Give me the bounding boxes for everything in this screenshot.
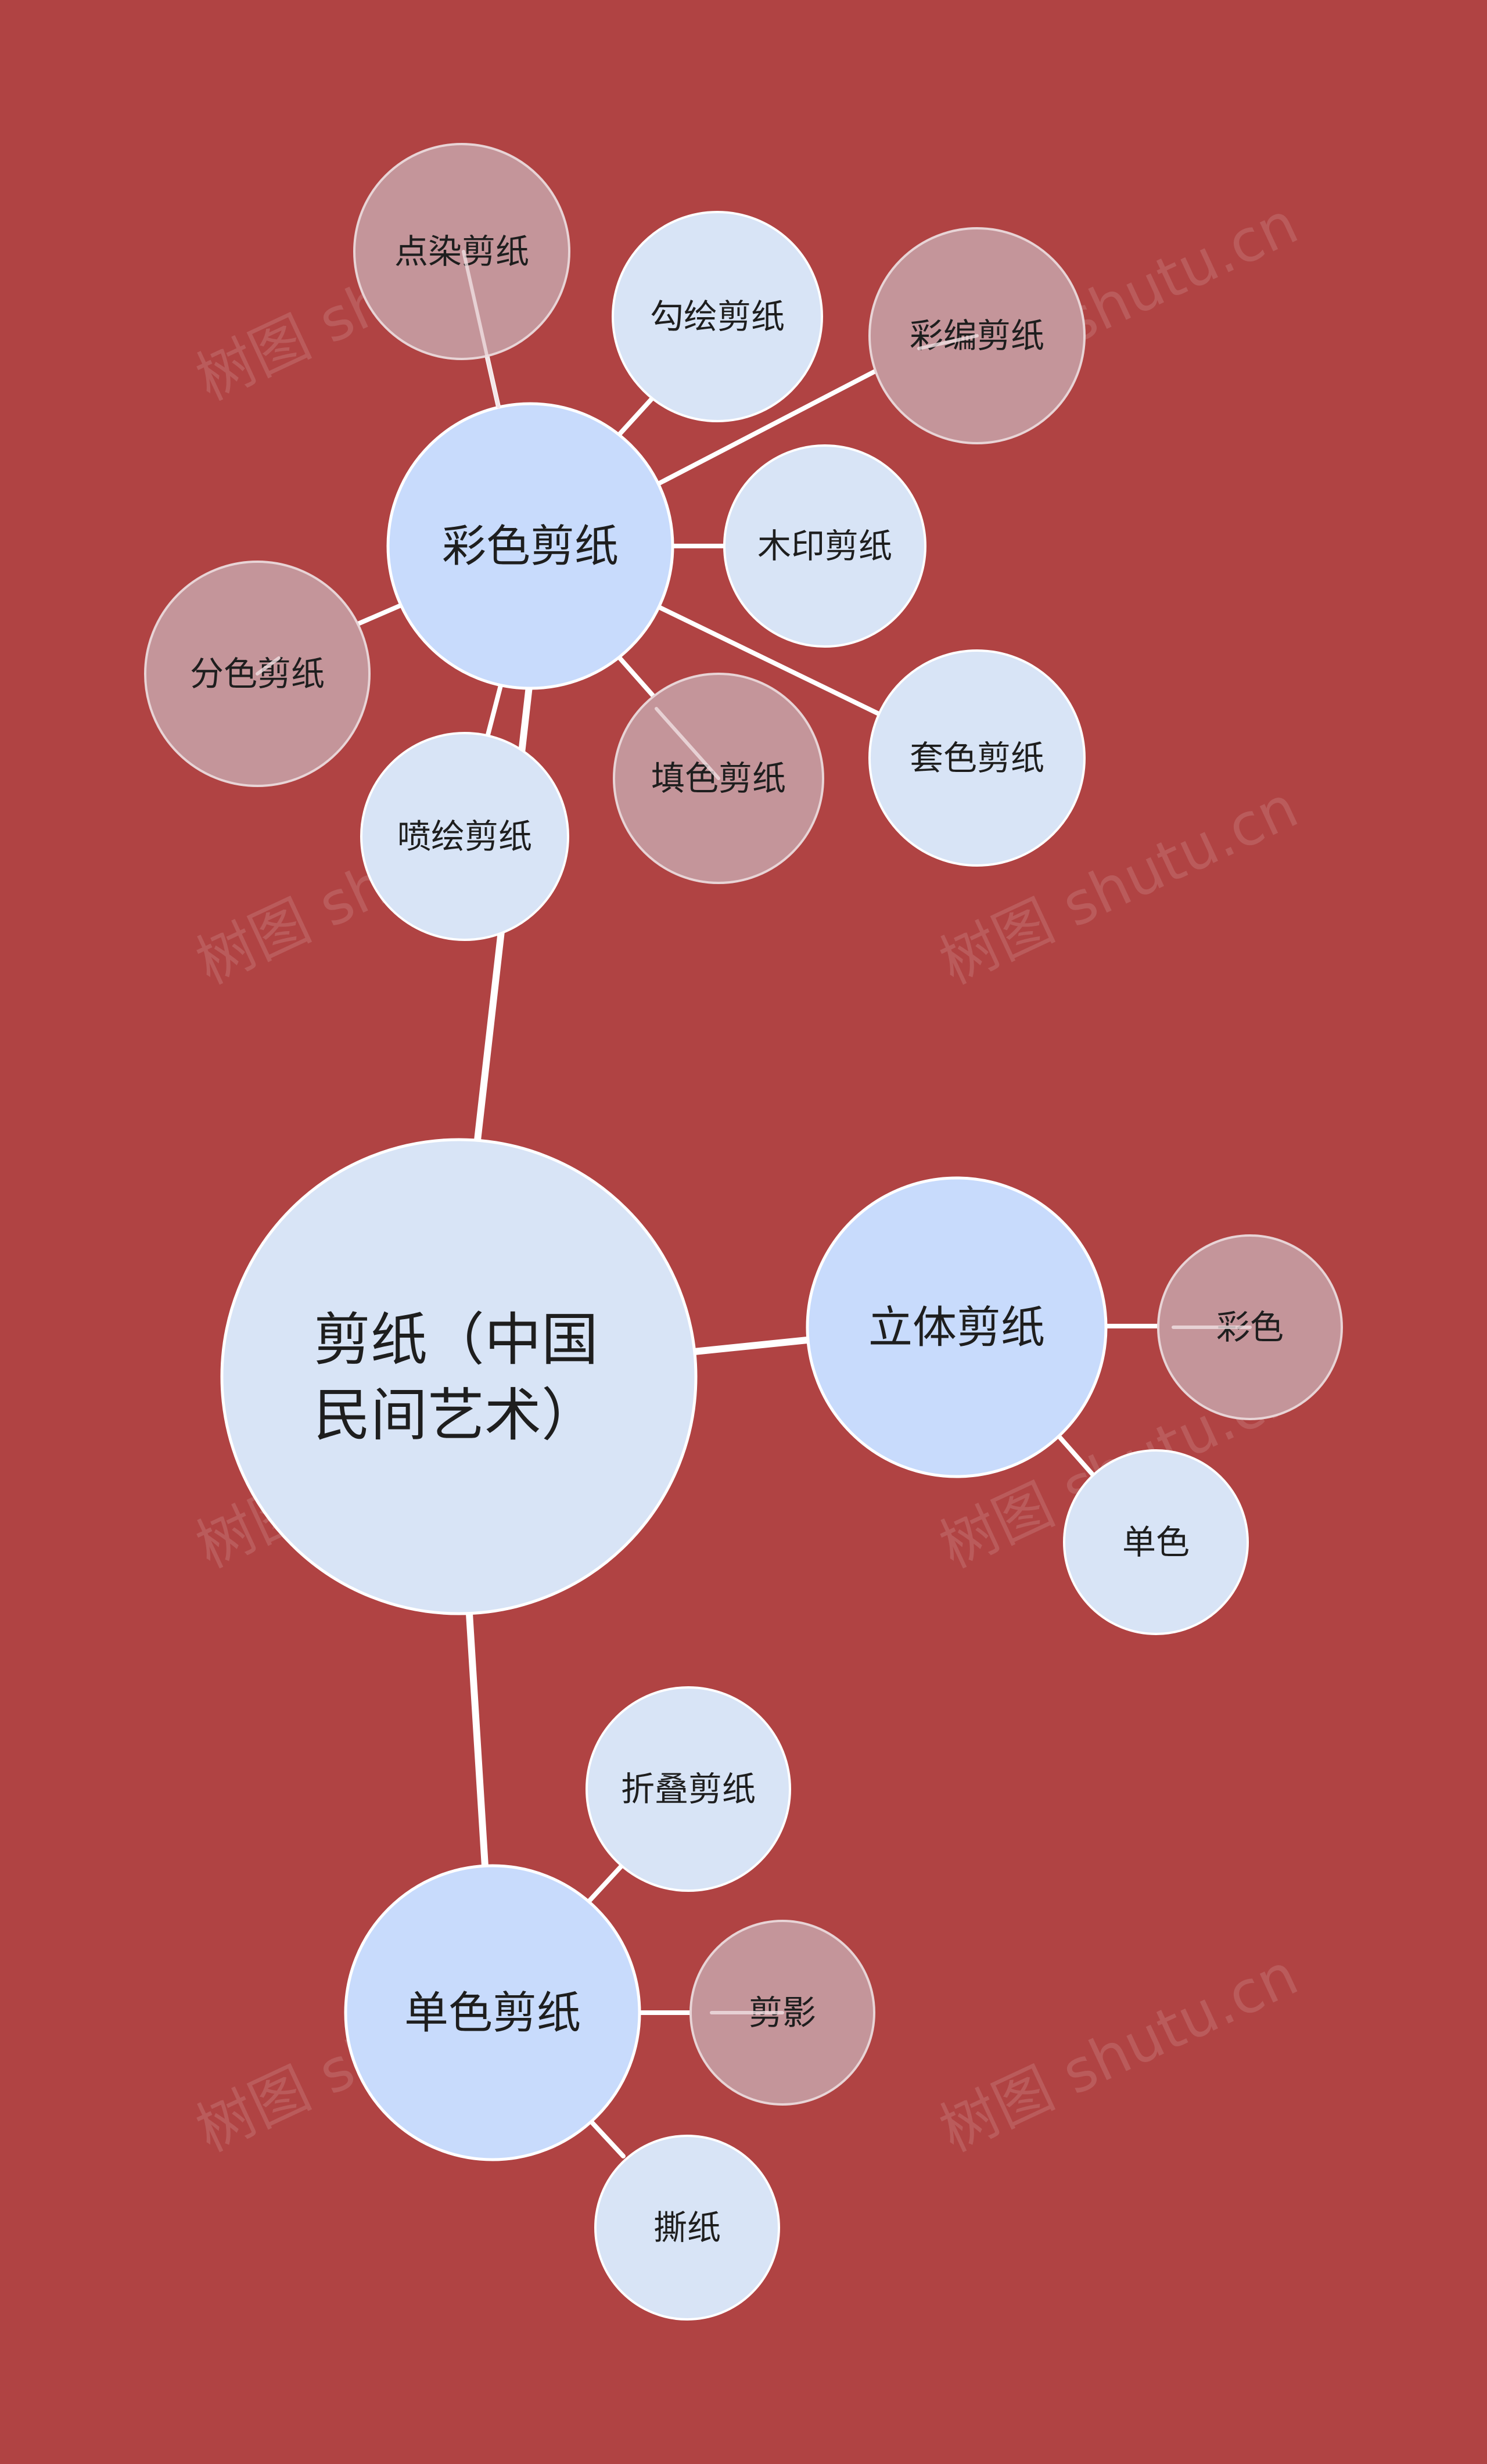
leaf-circle: [586, 1686, 791, 1892]
branch-node-danse-jianzhi[interactable]: 单色剪纸: [344, 1864, 641, 2161]
leaf-node-liti-danse[interactable]: 单色: [1063, 1449, 1249, 1635]
branch-node-caise-jianzhi[interactable]: 彩色剪纸: [386, 402, 674, 690]
root-node-label-line1: 剪纸（中国: [314, 1307, 598, 1373]
leaf-node-sizhi[interactable]: 撕纸: [594, 2135, 780, 2321]
inner-spoke: [256, 656, 281, 676]
leaf-label: 撕纸: [653, 2208, 721, 2247]
branch-label: 立体剪纸: [868, 1302, 1045, 1353]
inner-spoke: [462, 250, 500, 408]
inner-spoke-layer: [256, 250, 1252, 2014]
leaf-node-taose-jianzhi[interactable]: 套色剪纸: [868, 649, 1086, 867]
leaf-label: 木印剪纸: [757, 526, 892, 566]
edge-caise-taose: [654, 604, 882, 717]
leaf-node-penhui-jianzhi[interactable]: 喷绘剪纸: [360, 732, 569, 941]
inner-spoke: [917, 334, 979, 350]
edge-root-liti: [691, 1337, 811, 1355]
branch-circle: [344, 1864, 641, 2161]
root-node-label-line2: 民间艺术）: [314, 1382, 598, 1449]
leaf-label: 勾绘剪纸: [650, 297, 785, 336]
leaf-node-muyin-jianzhi[interactable]: 木印剪纸: [723, 444, 926, 648]
edge-danse-zhedie: [587, 1860, 627, 1903]
leaf-label: 单色: [1122, 1522, 1190, 1562]
leaf-circle: [723, 444, 926, 648]
branch-circle: [386, 402, 674, 690]
edge-danse-sizhi: [590, 2121, 626, 2158]
leaf-circle: [612, 211, 823, 422]
leaf-node-zhedie-jianzhi[interactable]: 折叠剪纸: [586, 1686, 791, 1892]
leaf-label: 折叠剪纸: [621, 1769, 756, 1809]
root-node[interactable]: 剪纸（中国 民间艺术）: [220, 1138, 698, 1615]
edge-liti-danse: [1058, 1435, 1097, 1479]
leaf-circle: [868, 649, 1086, 867]
branch-label: 单色剪纸: [404, 1987, 581, 2039]
branch-node-liti-jianzhi[interactable]: 立体剪纸: [806, 1176, 1108, 1478]
edge-root-danse: [466, 1610, 489, 1870]
leaf-circle: [360, 732, 569, 941]
leaf-label: 喷绘剪纸: [397, 817, 532, 856]
branch-label: 彩色剪纸: [442, 520, 619, 572]
inner-spoke: [655, 707, 720, 780]
leaf-label: 套色剪纸: [910, 738, 1044, 778]
leaf-circle: [1063, 1449, 1249, 1635]
branch-circle: [806, 1176, 1108, 1478]
edge-caise-penhui: [486, 683, 503, 737]
leaf-circle: [594, 2135, 780, 2321]
root-node-circle: [220, 1138, 698, 1615]
leaf-node-gouhui-jianzhi[interactable]: 勾绘剪纸: [612, 211, 823, 422]
